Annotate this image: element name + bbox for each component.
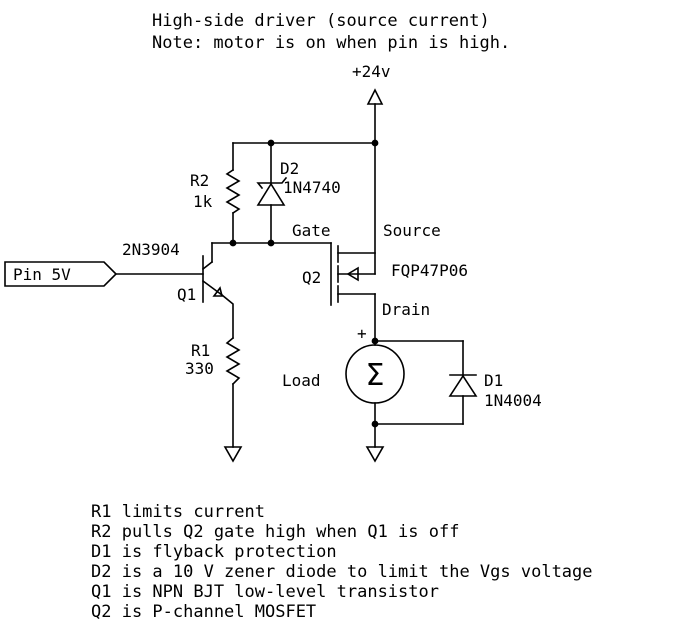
r1-value-label: 330 (185, 359, 214, 378)
junction-dot (371, 420, 379, 428)
d2-name-label: D2 (280, 159, 299, 178)
junction-dot (229, 239, 237, 247)
supply-label: +24v (352, 62, 391, 81)
title-line-2: Note: motor is on when pin is high. (152, 33, 510, 53)
note-line: D1 is flyback protection (91, 542, 337, 562)
load-sigma-icon: Σ (366, 358, 385, 393)
note-line: R1 limits current (91, 502, 265, 522)
note-line: D2 is a 10 V zener diode to limit the Vg… (91, 562, 593, 582)
load-plus-label: + (357, 324, 367, 343)
gate-label: Gate (292, 221, 331, 240)
input-port-label: Pin 5V (13, 265, 71, 284)
q1-name-label: Q1 (177, 285, 196, 304)
drain-label: Drain (382, 300, 430, 319)
q2-part-label: FQP47P06 (391, 261, 468, 280)
d1-part-label: 1N4004 (484, 391, 542, 410)
ground-icon (365, 446, 385, 463)
q2-mosfet (330, 142, 376, 342)
input-port (4, 261, 118, 287)
r1-resistor (223, 336, 243, 463)
r2-name-label: R2 (190, 171, 209, 190)
note-line: R2 pulls Q2 gate high when Q1 is off (91, 522, 459, 542)
junction-dot (267, 239, 275, 247)
title-line-1: High-side driver (source current) (152, 11, 490, 31)
q2-name-label: Q2 (302, 268, 321, 287)
load-label: Load (282, 371, 321, 390)
d2-part-label: 1N4740 (283, 178, 341, 197)
source-label: Source (383, 221, 441, 240)
d1-name-label: D1 (484, 371, 503, 390)
q1-npn-transistor (201, 242, 234, 339)
supply-arrow-icon (366, 88, 384, 105)
note-line: Q2 is P-channel MOSFET (91, 602, 316, 622)
note-line: Q1 is NPN BJT low-level transistor (91, 582, 439, 602)
r1-name-label: R1 (191, 341, 210, 360)
d1-flyback-diode (448, 340, 478, 425)
r2-value-label: 1k (193, 192, 213, 211)
d2-zener-diode (256, 142, 288, 244)
r2-resistor (225, 142, 241, 244)
q1-part-label: 2N3904 (122, 240, 180, 259)
